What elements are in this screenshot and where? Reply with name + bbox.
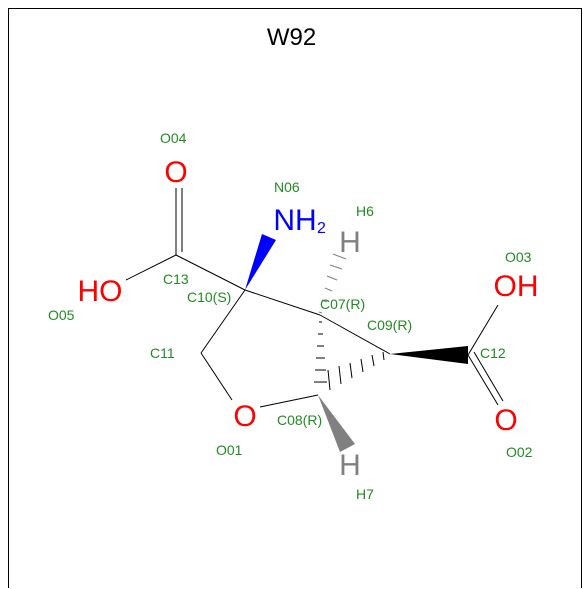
bond-c10-c07: [244, 289, 321, 316]
bond-c10-c11: [200, 289, 246, 354]
label-o05: O05: [48, 307, 75, 323]
label-c12: C12: [480, 345, 506, 361]
atom-h7: H: [339, 449, 361, 482]
hash-c07-c08: [314, 321, 327, 383]
atom-n06-subscript: 2: [317, 220, 326, 237]
bond-c13-o05: [125, 254, 177, 281]
atom-o05: HO: [78, 275, 123, 308]
label-c09: C09(R): [367, 317, 412, 333]
atom-n06: NH: [273, 204, 316, 237]
hash-c07-h6: [318, 253, 347, 314]
label-c13: C13: [163, 271, 189, 287]
atom-o04: O: [164, 156, 187, 189]
wedge-c10-n06: [245, 234, 276, 290]
bonds: [125, 188, 504, 408]
label-c11: C11: [150, 345, 175, 361]
diagram-title: W92: [266, 24, 317, 51]
bond-c12-o03: [467, 304, 499, 356]
label-h7: H7: [356, 486, 374, 502]
atom-o03: OH: [494, 270, 539, 303]
bond-c07-c09: [319, 314, 391, 355]
bond-c11-o01: [200, 352, 233, 401]
label-o04: O04: [160, 130, 187, 146]
bond-c12-o02-a: [467, 354, 499, 406]
bond-c12-o02-b: [473, 351, 504, 402]
label-c07: C07(R): [320, 296, 365, 312]
label-o02: O02: [506, 444, 533, 460]
label-c10: C10(S): [187, 289, 231, 305]
bond-o01-c08: [259, 394, 319, 408]
label-o01: O01: [216, 442, 243, 458]
label-o03: O03: [505, 249, 532, 265]
bond-c13-c10: [175, 254, 246, 291]
diagram-frame: [8, 8, 582, 588]
hash-c09-c08: [327, 351, 385, 391]
label-h6: H6: [356, 203, 374, 219]
label-n06: N06: [274, 179, 300, 195]
wedge-c09-c12: [390, 346, 468, 364]
atom-h6: H: [339, 226, 361, 259]
atom-o02: O: [494, 404, 517, 437]
label-c08: C08(R): [277, 412, 322, 428]
wedge-c08-h7: [318, 395, 355, 452]
atom-o01: O: [233, 400, 256, 433]
